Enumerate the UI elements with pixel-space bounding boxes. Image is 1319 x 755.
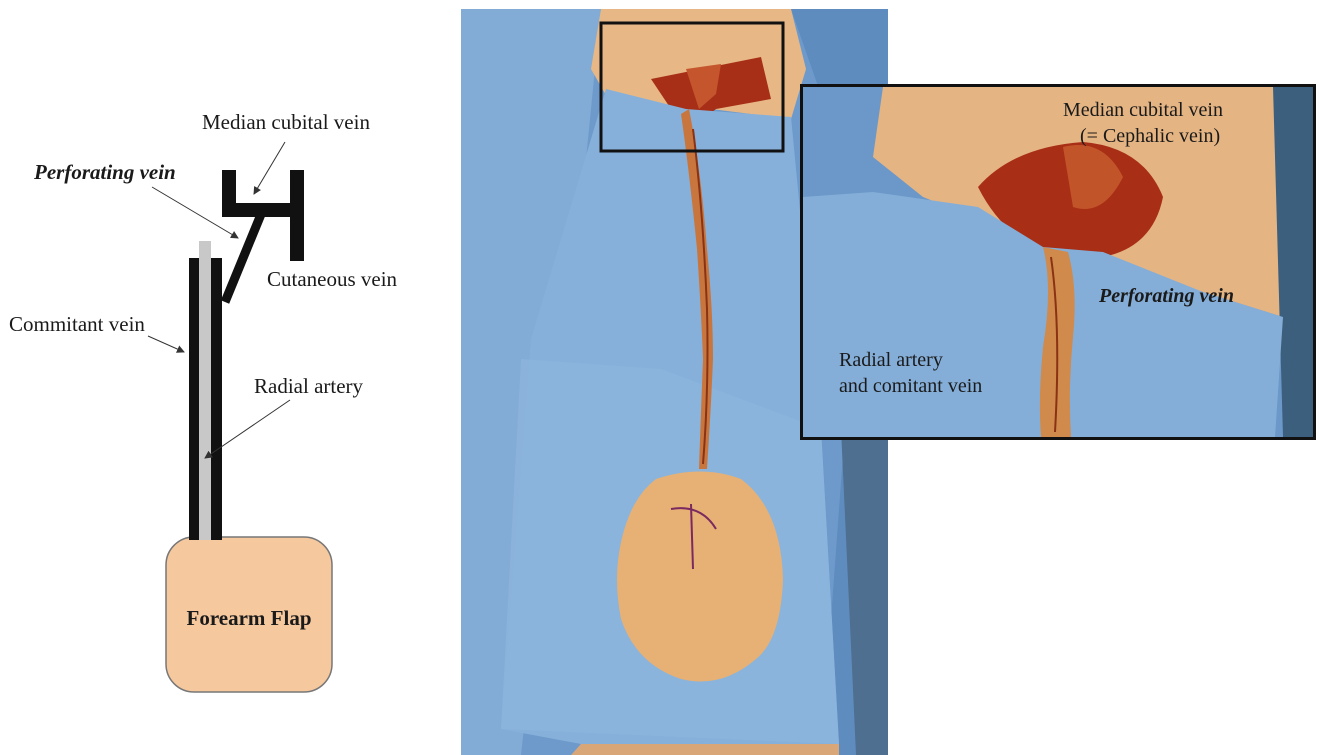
cutaneous-vein-label: Cutaneous vein <box>267 267 397 291</box>
perforating-vein-shape <box>225 207 264 302</box>
radial-artery-shape <box>199 241 211 540</box>
forearm-flap-label: Forearm Flap <box>166 606 332 631</box>
median-cubital-pointer <box>254 142 285 194</box>
inset-cephalic-label: (= Cephalic vein) <box>1080 125 1220 148</box>
magnified-inset: Median cubital vein (= Cephalic vein) Pe… <box>800 84 1316 440</box>
commitant-vein-label: Commitant vein <box>9 312 145 336</box>
commitant-vein-pointer <box>148 336 184 352</box>
inset-median-cubital-label: Median cubital vein <box>1063 99 1223 122</box>
inset-comitant-vein-label: and comitant vein <box>839 375 982 398</box>
radial-artery-label: Radial artery <box>254 374 363 398</box>
perforating-vein-label: Perforating vein <box>34 160 176 184</box>
inset-perforating-vein-label: Perforating vein <box>1099 285 1234 308</box>
inset-radial-artery-label: Radial artery <box>839 349 943 372</box>
cutaneous-vein-shape <box>290 170 304 261</box>
median-cubital-vein-label: Median cubital vein <box>202 110 370 134</box>
